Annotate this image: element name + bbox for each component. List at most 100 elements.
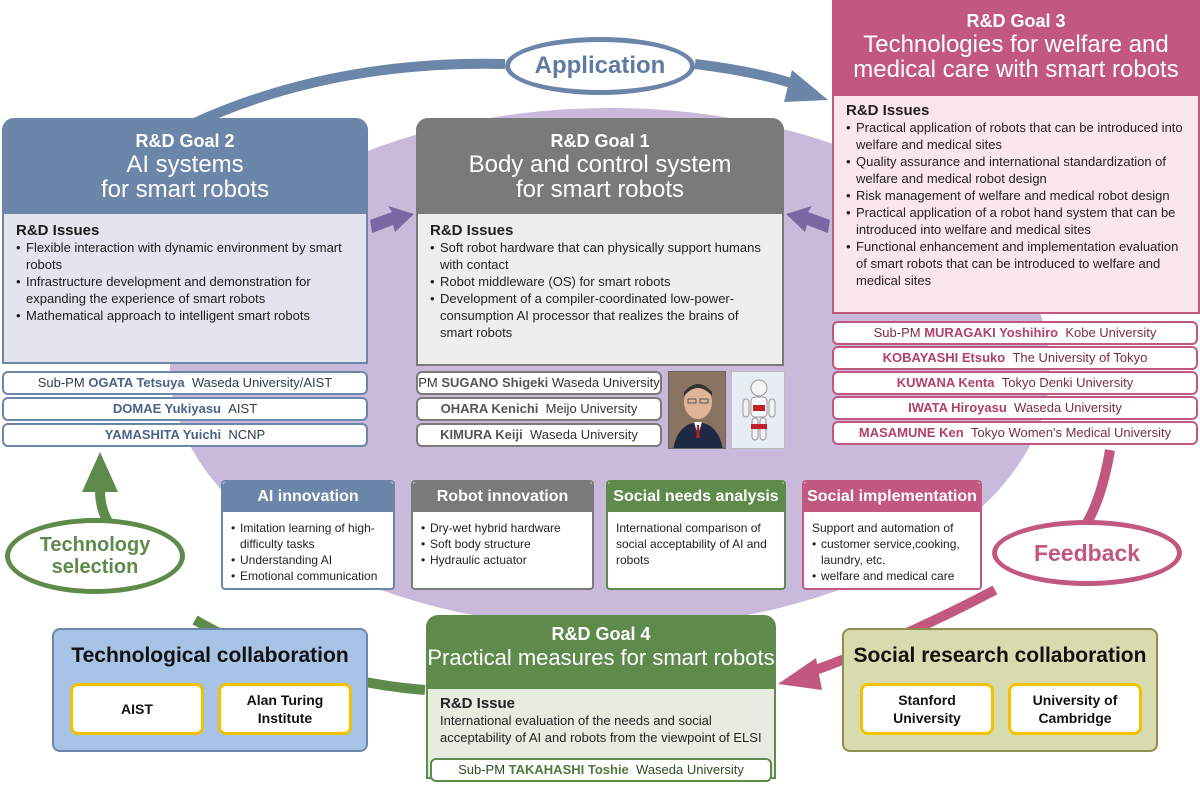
issue-item: Functional enhancement and implementatio… <box>846 238 1186 289</box>
member-affiliation: Meijo University <box>545 401 638 416</box>
robot-innovation-item: Dry-wet hybrid hardware <box>421 520 584 536</box>
social-implementation-box: Social implementation Support and automa… <box>802 480 982 590</box>
ai-innovation-title: AI innovation <box>223 482 393 512</box>
rd-goal-3-panel: R&D Goal 3 Technologies for welfare and … <box>832 0 1200 314</box>
rd-goal-1-header: R&D Goal 1 Body and control system for s… <box>416 118 784 214</box>
issue-item: Quality assurance and international stan… <box>846 153 1186 187</box>
member-row: Sub-PM MURAGAKI Yoshihiro Kobe Universit… <box>832 321 1198 345</box>
rd-goal-3-subtitle-line-1: Technologies for welfare and <box>863 31 1169 58</box>
rd-goal-4-panel: R&D Goal 4 Practical measures for smart … <box>426 615 776 779</box>
feedback-label: Feedback <box>992 520 1182 586</box>
issue-item: Mathematical approach to intelligent sma… <box>16 307 354 324</box>
collaboration-partner: Alan Turing Institute <box>218 683 352 735</box>
social-implementation-item: welfare and medical care <box>812 568 972 584</box>
rd-goal-1-title: R&D Goal 1 <box>550 131 650 151</box>
technology-selection-text-line-2: selection <box>51 556 139 578</box>
humanoid-robot-photo <box>731 371 785 449</box>
member-row: KOBAYASHI Etsuko The University of Tokyo <box>832 346 1198 370</box>
member-row: KIMURA Keiji Waseda University <box>416 423 662 447</box>
rd-goal-1-subtitle-line-2: for smart robots <box>515 176 685 203</box>
member-name: KOBAYASHI Etsuko <box>882 350 1006 365</box>
connector-arrow-left <box>370 206 414 233</box>
robot-innovation-title: Robot innovation <box>413 482 592 512</box>
member-name: MURAGAKI Yoshihiro <box>924 325 1059 340</box>
rd-goal-3-title: R&D Goal 3 <box>966 11 1066 31</box>
member-affiliation: AIST <box>228 401 258 416</box>
issues-list: Flexible interaction with dynamic enviro… <box>16 239 354 324</box>
pm-portrait-photo <box>668 371 726 449</box>
technological-collaboration-title: Technological collaboration <box>71 644 349 667</box>
member-name: TAKAHASHI Toshie <box>508 762 629 777</box>
ai-innovation-box: AI innovation Imitation learning of high… <box>221 480 395 590</box>
application-arrowhead <box>784 70 828 102</box>
ai-innovation-body: Imitation learning of high-difficulty ta… <box>223 512 393 592</box>
member-role: PM <box>418 375 438 390</box>
technology-selection-label: Technology selection <box>5 518 185 594</box>
application-text: Application <box>534 52 666 79</box>
issue-item: Practical application of a robot hand sy… <box>846 204 1186 238</box>
member-row: MASAMUNE Ken Tokyo Women's Medical Unive… <box>832 421 1198 445</box>
rd-goal-4-header: R&D Goal 4 Practical measures for smart … <box>426 615 776 689</box>
issue-item: Practical application of robots that can… <box>846 119 1186 153</box>
member-row: IWATA Hiroyasu Waseda University <box>832 396 1198 420</box>
issue-item: Flexible interaction with dynamic enviro… <box>16 239 354 273</box>
connector-arrow-right <box>786 206 830 233</box>
member-name: SUGANO Shigeki <box>441 375 549 390</box>
member-name: IWATA Hiroyasu <box>908 400 1007 415</box>
collaboration-partner: Stanford University <box>860 683 994 735</box>
member-row: DOMAE Yukiyasu AIST <box>2 397 368 421</box>
member-affiliation: NCNP <box>228 427 266 442</box>
social-needs-analysis-title: Social needs analysis <box>608 482 784 512</box>
robot-innovation-box: Robot innovation Dry-wet hybrid hardware… <box>411 480 594 590</box>
social-research-collaboration-box: Social research collaboration Stanford U… <box>842 628 1158 752</box>
feedback-arrowhead <box>778 658 822 690</box>
social-implementation-intro: Support and automation of <box>812 521 954 535</box>
collaboration-partner: AIST <box>70 683 204 735</box>
member-affiliation: Waseda University <box>529 427 638 442</box>
member-row: PM SUGANO Shigeki Waseda University <box>416 371 662 395</box>
social-implementation-item: customer service,cooking, laundry, etc. <box>812 536 972 568</box>
selection-arrowhead <box>82 452 118 492</box>
member-name: OHARA Kenichi <box>440 401 539 416</box>
feedback-text: Feedback <box>1033 539 1141 566</box>
issue-item: Development of a compiler-coordinated lo… <box>430 290 770 341</box>
social-research-collaboration-title: Social research collaboration <box>853 644 1147 667</box>
member-name: MASAMUNE Ken <box>858 425 964 440</box>
member-affiliation: Waseda University <box>636 762 744 777</box>
member-affiliation: Tokyo Women's Medical University <box>970 425 1172 440</box>
robot-innovation-item: Soft body structure <box>421 536 584 552</box>
ai-innovation-item: Emotional communication <box>231 568 385 584</box>
rd-goal-2-subtitle-line-1: AI systems <box>126 151 244 178</box>
issues-heading: R&D Issues <box>16 222 100 239</box>
rd-goal-2-header: R&D Goal 2 AI systems for smart robots <box>2 118 368 214</box>
rd-goal-2-subtitle-line-2: for smart robots <box>100 176 270 203</box>
member-name: KIMURA Keiji <box>440 427 523 442</box>
issues-heading: R&D Issues <box>846 102 930 119</box>
ai-innovation-item: Understanding AI <box>231 552 385 568</box>
issues-list: Practical application of robots that can… <box>846 119 1186 289</box>
member-affiliation: The University of Tokyo <box>1012 350 1148 365</box>
member-affiliation: Kobe University <box>1065 325 1157 340</box>
member-name: KUWANA Kenta <box>896 375 995 390</box>
ai-innovation-item: Imitation learning of high-difficulty ta… <box>231 520 385 552</box>
member-affiliation: Waseda University <box>1014 400 1122 415</box>
rd-goal-2-title: R&D Goal 2 <box>135 131 235 151</box>
collaboration-partner: University of Cambridge <box>1008 683 1142 735</box>
rd-goal-1-issues: R&D Issues Soft robot hardware that can … <box>416 214 784 366</box>
rd-goal-4-title: R&D Goal 4 <box>551 624 651 644</box>
member-row: Sub-PM OGATA Tetsuya Waseda University/A… <box>2 371 368 395</box>
robot-innovation-body: Dry-wet hybrid hardware Soft body struct… <box>413 512 592 576</box>
issue-text: International evaluation of the needs an… <box>440 713 762 745</box>
member-role: Sub-PM <box>37 375 85 390</box>
technology-selection-text-line-1: Technology <box>39 534 151 556</box>
member-name: YAMASHITA Yuichi <box>104 427 222 442</box>
rd-goal-2-panel: R&D Goal 2 AI systems for smart robots R… <box>2 118 368 364</box>
member-name: OGATA Tetsuya <box>88 375 185 390</box>
robot-innovation-item: Hydraulic actuator <box>421 552 584 568</box>
issue-item: Soft robot hardware that can physically … <box>430 239 770 273</box>
rd-goal-1-subtitle-line-1: Body and control system <box>468 151 732 178</box>
member-row: KUWANA Kenta Tokyo Denki University <box>832 371 1198 395</box>
rd-goal-2-issues: R&D Issues Flexible interaction with dyn… <box>2 214 368 364</box>
rd-goal-3-header: R&D Goal 3 Technologies for welfare and … <box>832 0 1200 96</box>
member-affiliation: Tokyo Denki University <box>1001 375 1134 390</box>
